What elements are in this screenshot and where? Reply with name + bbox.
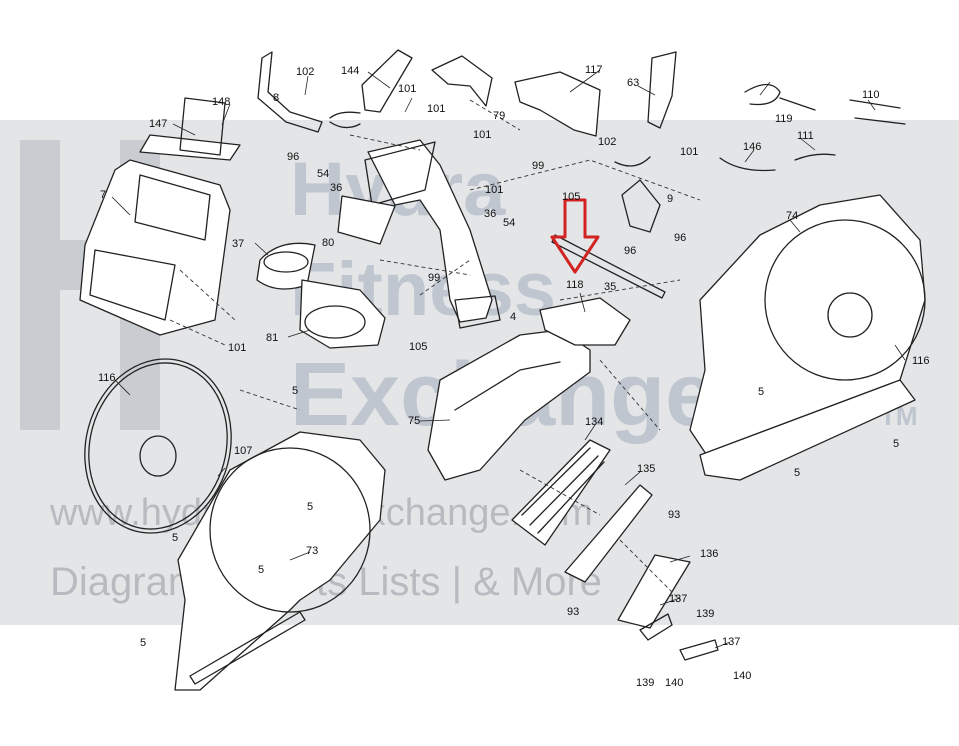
callout-119: 119 <box>775 113 793 125</box>
front-shroud <box>427 297 631 481</box>
callout-137: 137 <box>669 593 687 605</box>
callout-54: 54 <box>503 217 515 229</box>
callout-117: 117 <box>585 64 603 76</box>
callout-99: 99 <box>532 160 544 172</box>
left-shroud <box>174 431 386 691</box>
callout-134: 134 <box>585 416 603 428</box>
callout-147: 147 <box>149 118 167 130</box>
callout-102: 102 <box>598 136 616 148</box>
callout-111: 111 <box>797 130 814 142</box>
callout-81: 81 <box>266 332 278 344</box>
callout-5: 5 <box>794 467 800 479</box>
callout-101: 101 <box>680 146 698 158</box>
right-side-cover <box>689 194 926 481</box>
callout-137: 137 <box>722 636 740 648</box>
callout-116: 116 <box>912 355 930 367</box>
callout-96: 96 <box>624 245 636 257</box>
callout-75: 75 <box>408 415 420 427</box>
callout-73: 73 <box>306 545 318 557</box>
assembly-lines <box>169 99 701 601</box>
callout-leaders <box>111 69 906 649</box>
callout-96: 96 <box>287 151 299 163</box>
callout-35: 35 <box>604 281 616 293</box>
cords <box>329 83 906 172</box>
callout-101: 101 <box>485 184 503 196</box>
console <box>79 97 241 336</box>
left-flywheel-disc <box>84 358 232 534</box>
callout-74: 74 <box>786 210 798 222</box>
callout-63: 63 <box>627 77 639 89</box>
callout-99: 99 <box>428 272 440 284</box>
rear-components <box>511 439 719 661</box>
callout-labels: 102 144 8 101 148 147 96 54 36 101 101 7… <box>98 64 930 689</box>
callout-80: 80 <box>322 237 334 249</box>
callout-5: 5 <box>292 385 298 397</box>
frame-post <box>337 139 501 329</box>
callout-140: 140 <box>733 670 751 682</box>
callout-148: 148 <box>212 96 230 108</box>
callout-144: 144 <box>341 65 359 77</box>
callout-116: 116 <box>98 372 116 384</box>
callout-37: 37 <box>232 238 244 250</box>
callout-96: 96 <box>674 232 686 244</box>
drive-parts <box>256 242 386 349</box>
callout-107: 107 <box>234 445 252 457</box>
callout-5: 5 <box>172 532 178 544</box>
callout-5: 5 <box>258 564 264 576</box>
top-shrouds <box>431 51 677 137</box>
highlight-arrow <box>550 198 600 274</box>
callout-101: 101 <box>398 83 416 95</box>
callout-105: 105 <box>562 191 580 203</box>
callout-140: 140 <box>665 677 683 689</box>
callout-105: 105 <box>409 341 427 353</box>
callout-146: 146 <box>743 141 761 153</box>
callout-135: 135 <box>637 463 655 475</box>
callout-139: 139 <box>636 677 654 689</box>
callout-102: 102 <box>296 66 314 78</box>
callout-101: 101 <box>427 103 445 115</box>
callout-7: 7 <box>100 189 106 201</box>
callout-5: 5 <box>140 637 146 649</box>
callout-8: 8 <box>273 92 279 104</box>
callout-101: 101 <box>228 342 246 354</box>
callout-110: 110 <box>862 89 880 101</box>
callout-79: 79 <box>493 110 505 122</box>
callout-93: 93 <box>668 509 680 521</box>
callout-5: 5 <box>893 438 899 450</box>
callout-136: 136 <box>700 548 718 560</box>
callout-4: 4 <box>510 311 516 323</box>
callout-118: 118 <box>566 279 584 291</box>
callout-139: 139 <box>696 608 714 620</box>
callout-101: 101 <box>473 129 491 141</box>
callout-36: 36 <box>330 182 342 194</box>
callout-9: 9 <box>667 193 673 205</box>
callout-36: 36 <box>484 208 496 220</box>
handlebar-upright <box>257 49 413 133</box>
callout-5: 5 <box>307 501 313 513</box>
callout-93: 93 <box>567 606 579 618</box>
callout-5: 5 <box>758 386 764 398</box>
callout-54: 54 <box>317 168 329 180</box>
